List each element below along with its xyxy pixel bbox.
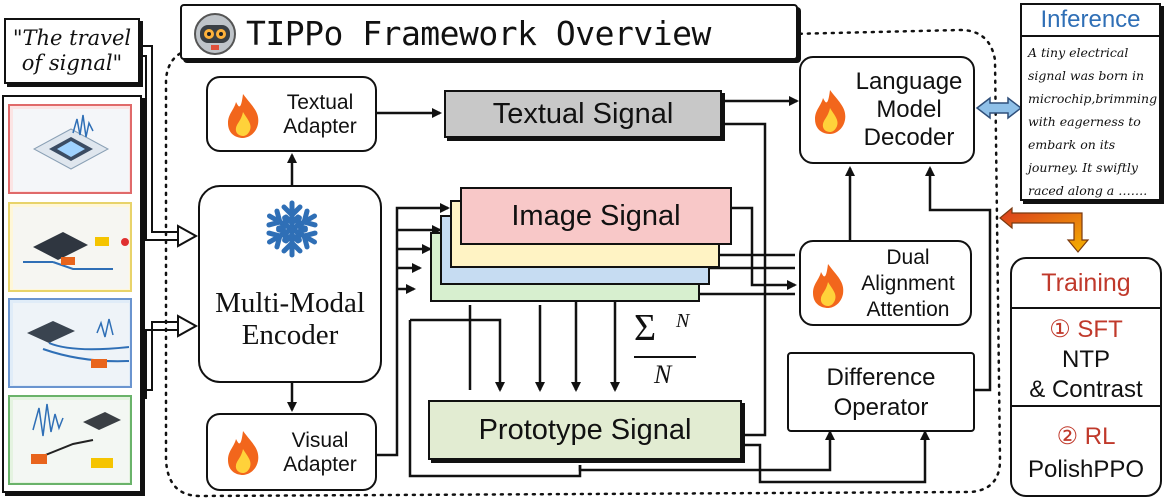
input-text-box: "The travel of signal": [4, 18, 140, 84]
thumbnail-chip-2: [8, 202, 132, 292]
training-arrow: [999, 206, 1090, 253]
dual-alignment-attention: Dual Alignment Attention: [799, 240, 972, 326]
language-model-decoder: Language Model Decoder: [799, 56, 975, 164]
sum-formula: Σ N N: [632, 307, 702, 389]
page-title: TIPPo Framework Overview: [246, 14, 711, 53]
textual-signal-label: Textual Signal: [492, 97, 674, 130]
rl-label: ② RL: [1056, 422, 1116, 450]
input-text: "The travel of signal": [12, 26, 132, 75]
difference-operator-label: Difference Operator: [826, 364, 936, 421]
dotted-frame: [164, 28, 1002, 498]
fire-icon: [224, 92, 262, 145]
prototype-signal: Prototype Signal: [428, 400, 742, 460]
decoder-inference-arrow: [975, 96, 1023, 120]
fire-icon: [811, 88, 849, 141]
textual-adapter: Textual Adapter: [206, 76, 377, 152]
textual-signal: Textual Signal: [444, 90, 722, 138]
sft-detail-contrast: & Contrast: [1012, 375, 1160, 407]
inference-header: Inference: [1022, 5, 1159, 37]
fire-icon: [224, 429, 262, 482]
title-banner: TIPPo Framework Overview: [180, 4, 798, 60]
dual-attention-label: Dual Alignment Attention: [861, 246, 955, 321]
inference-text: A tiny electrical signal was born in mic…: [1028, 45, 1158, 198]
textual-adapter-label: Textual Adapter: [283, 91, 357, 138]
inference-panel: Inference A tiny electrical signal was b…: [1020, 3, 1161, 201]
sum-denominator: N: [654, 360, 672, 389]
decoder-label: Language Model Decoder: [855, 68, 963, 151]
multimodal-encoder: Multi-Modal Encoder: [198, 185, 382, 383]
fire-icon: [809, 262, 847, 315]
thumbnail-chip-3: [8, 298, 132, 388]
robot-icon: [192, 11, 238, 57]
sft-label: ① SFT: [1049, 315, 1123, 343]
visual-adapter: Visual Adapter: [206, 413, 377, 491]
image-signal: Image Signal: [460, 187, 732, 245]
thumbnail-chip-1: [8, 104, 132, 194]
fraction-bar: [634, 356, 696, 358]
snowflake-icon: [262, 199, 322, 259]
prototype-signal-label: Prototype Signal: [478, 413, 692, 446]
rl-detail: PolishPPO: [1027, 456, 1145, 483]
visual-adapter-label: Visual Adapter: [283, 429, 357, 476]
difference-operator: Difference Operator: [787, 352, 975, 432]
training-header: Training: [1012, 259, 1160, 309]
sum-upper-limit: N: [676, 310, 690, 332]
encoder-label: Multi-Modal Encoder: [215, 287, 365, 351]
thumbnail-chip-4: [8, 395, 132, 485]
sum-symbol: Σ: [634, 307, 657, 349]
sft-detail-ntp: NTP: [1062, 346, 1110, 373]
training-panel: Training ① SFT NTP & Contrast ② RL Polis…: [1010, 257, 1162, 497]
image-signal-label: Image Signal: [511, 199, 681, 232]
